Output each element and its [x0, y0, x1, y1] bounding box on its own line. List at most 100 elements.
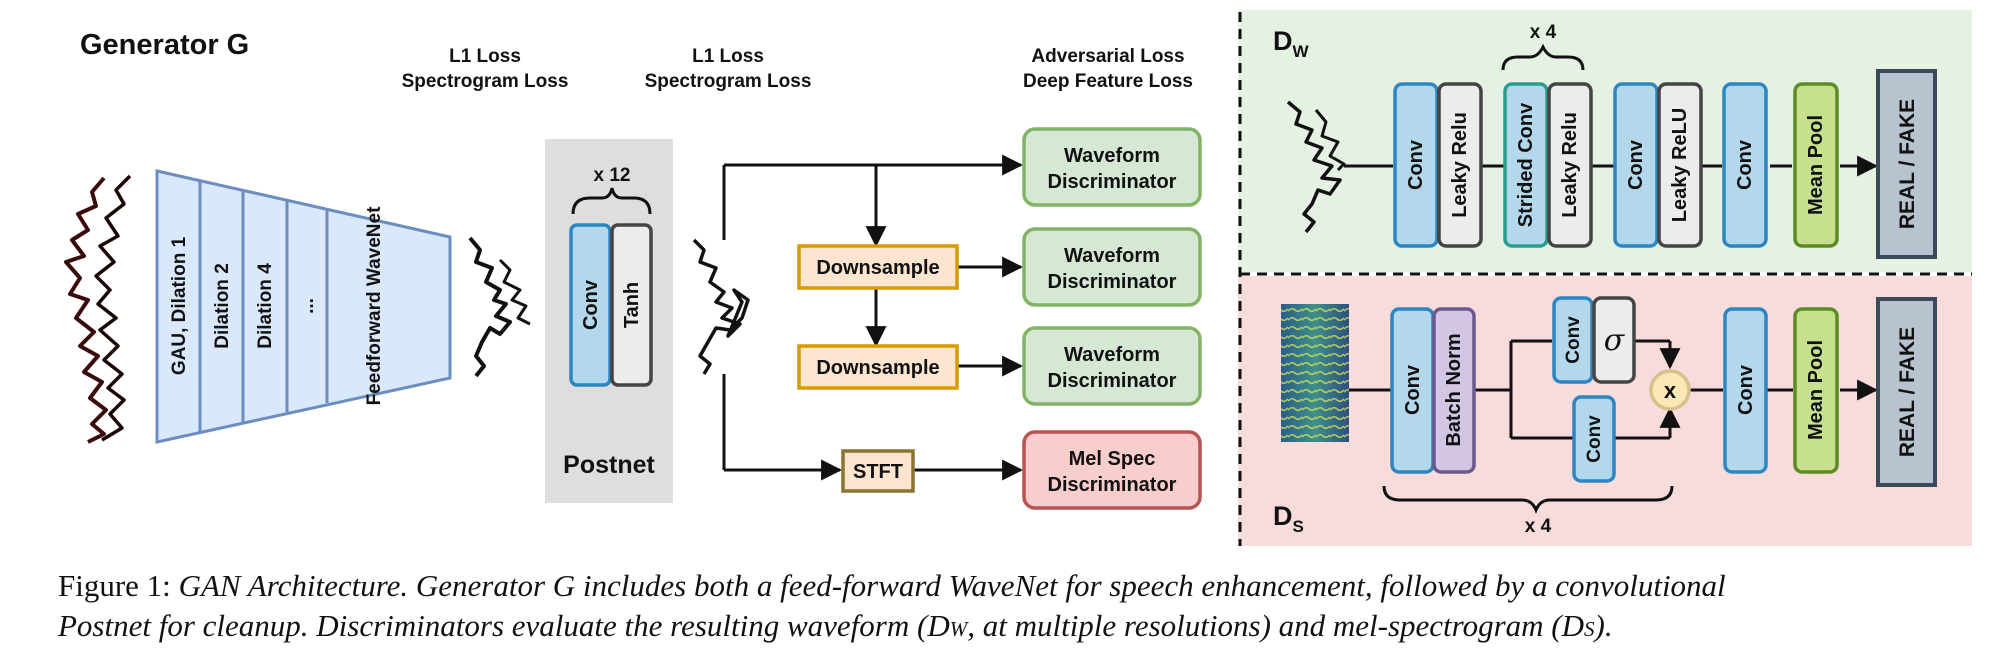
postnet-conv-block	[569, 223, 612, 387]
dw-real-fake-block	[1876, 69, 1937, 259]
dw-mean-pool-label: Mean Pool	[1805, 115, 1827, 215]
dw-conv-block	[1393, 82, 1439, 248]
ds-batch-norm-label: Batch Norm	[1443, 333, 1465, 446]
ds-sigma-block	[1592, 296, 1636, 384]
ds-conv-label: Conv	[1402, 364, 1424, 415]
gan-architecture-diagram: Generator G GAU, Dilation 1 Dilation 2 D…	[64, 10, 1972, 546]
caption-text-3: , at multiple resolutions) and mel-spect…	[967, 608, 1562, 643]
mel-spec-discriminator-line-1: Mel Spec	[1069, 448, 1156, 470]
caption-text-2: Postnet for cleanup. Discriminators eval…	[58, 608, 928, 643]
caption-ds-symbol: D	[1561, 608, 1584, 643]
waveform-discriminator-1	[1022, 127, 1202, 207]
loss-label-adversarial: Adversarial Loss	[1031, 46, 1184, 67]
postnet-conv-label: Conv	[580, 279, 602, 330]
dw-conv-label-2: Conv	[1625, 139, 1647, 190]
postnet-title: Postnet	[563, 451, 655, 479]
downsample-label-1: Downsample	[816, 257, 939, 279]
caption-line-2: Postnet for cleanup. Discriminators eval…	[58, 606, 2008, 649]
caption-text-4: ).	[1594, 608, 1613, 643]
dw-real-fake-label: REAL / FAKE	[1896, 99, 1919, 229]
postnet-repeat-brace	[571, 187, 652, 215]
caption-figure-number: Figure 1:	[58, 568, 171, 603]
dw-conv-label-3: Conv	[1734, 139, 1756, 190]
dw-conv-label: Conv	[1405, 139, 1427, 190]
ds-gate-conv-label: Conv	[1563, 316, 1584, 364]
dw-leaky-relu-block-3	[1657, 82, 1703, 248]
ds-mean-pool-label: Mean Pool	[1805, 340, 1827, 440]
generator-slice-3: Dilation 4	[255, 263, 276, 349]
caption-dw-symbol: D	[927, 608, 950, 643]
mel-spec-discriminator	[1022, 430, 1202, 510]
noisy-input-waveform-detail	[94, 174, 132, 442]
dw-conv-block-2	[1613, 82, 1659, 248]
wavenet-generator: GAU, Dilation 1 Dilation 2 Dilation 4 ..…	[155, 169, 452, 444]
waveform-discriminator-3-line-1: Waveform	[1064, 344, 1160, 366]
ds-branch-conv-label: Conv	[1584, 415, 1605, 463]
noisy-input-waveform	[64, 176, 108, 444]
ds-sigma-label: σ	[1604, 323, 1626, 358]
waveform-discriminator-1-line-1: Waveform	[1064, 145, 1160, 167]
ds-multiply-label: x	[1664, 378, 1677, 403]
dw-input-waveform-2	[1314, 109, 1346, 172]
generator-output-waveform	[468, 236, 512, 378]
waveform-discriminator-3	[1022, 326, 1202, 406]
dw-leaky-relu-block-1	[1437, 82, 1483, 248]
loss-label-postnet-l1: L1 Loss	[449, 46, 521, 67]
loss-label-postnet-spectrogram: Spectrogram Loss	[402, 71, 569, 92]
postnet-tanh-label: Tanh	[621, 282, 643, 328]
waveform-discriminator-1-line-2: Discriminator	[1048, 171, 1177, 193]
generator-slice-2: Dilation 2	[212, 263, 233, 349]
dw-panel	[1238, 10, 1972, 272]
dw-label: DW	[1273, 26, 1310, 61]
mel-spec-discriminator-line-2: Discriminator	[1048, 474, 1177, 496]
stft-box	[841, 449, 915, 493]
stft-label: STFT	[853, 461, 903, 483]
generator-slice-wavenet: Feedforward WaveNet	[364, 206, 385, 406]
ds-gate-conv-block	[1552, 296, 1594, 384]
loss-label-output-spectrogram: Spectrogram Loss	[645, 71, 812, 92]
loss-label-deep-feature: Deep Feature Loss	[1023, 71, 1193, 92]
caption-line-1: Figure 1: GAN Architecture. Generator G …	[58, 566, 2008, 606]
dw-repeat-label: x 4	[1530, 22, 1557, 43]
ds-batch-norm-block	[1432, 307, 1476, 474]
waveform-discriminator-2-line-1: Waveform	[1064, 245, 1160, 267]
postnet-tanh-block	[610, 223, 653, 387]
generator-slice-ellipsis: ...	[297, 298, 318, 314]
caption-ds-sub: S	[1584, 617, 1595, 641]
generator-slice-1: GAU, Dilation 1	[169, 236, 190, 375]
ds-label: DS	[1273, 501, 1304, 536]
ds-real-fake-label: REAL / FAKE	[1896, 327, 1919, 457]
generator-output-waveform-2	[498, 258, 531, 326]
dw-leaky-relu-label-3: Leaky ReLU	[1669, 108, 1691, 223]
loss-label-output-l1: L1 Loss	[692, 46, 764, 67]
dw-strided-conv-label: Strided Conv	[1515, 102, 1537, 227]
ds-branch-conv-block	[1572, 395, 1616, 483]
mel-spectrogram-image	[1281, 304, 1349, 442]
dw-input-waveform	[1286, 100, 1342, 234]
dw-conv-block-3	[1722, 82, 1768, 248]
dw-strided-conv-block	[1503, 82, 1549, 248]
ds-real-fake-block	[1876, 297, 1937, 487]
downsample-box-1	[797, 244, 959, 290]
dw-mean-pool-block	[1793, 82, 1839, 248]
caption-text-1: GAN Architecture. Generator G includes b…	[178, 568, 1726, 603]
waveform-discriminator-3-line-2: Discriminator	[1048, 370, 1177, 392]
waveform-discriminator-2	[1022, 227, 1202, 307]
postnet-output-waveform	[692, 238, 750, 375]
dw-repeat-brace	[1501, 43, 1585, 71]
ds-connectors	[1349, 339, 1879, 440]
ds-multiply-node	[1649, 369, 1691, 411]
ds-mean-pool-block	[1793, 307, 1839, 474]
downsample-label-2: Downsample	[816, 357, 939, 379]
postnet-repeat-label: x 12	[594, 165, 631, 186]
dw-leaky-relu-label-1: Leaky Relu	[1449, 112, 1471, 218]
generator-title: Generator G	[80, 29, 249, 61]
routing-lines	[722, 154, 1024, 481]
ds-conv-out-block	[1723, 307, 1768, 474]
ds-repeat-label: x 4	[1525, 516, 1552, 537]
downsample-box-2	[797, 344, 959, 390]
dw-leaky-relu-label-2: Leaky Relu	[1559, 112, 1581, 218]
ds-conv-out-label: Conv	[1735, 364, 1757, 415]
waveform-discriminator-2-line-2: Discriminator	[1048, 271, 1177, 293]
caption-dw-sub: W	[949, 617, 968, 641]
